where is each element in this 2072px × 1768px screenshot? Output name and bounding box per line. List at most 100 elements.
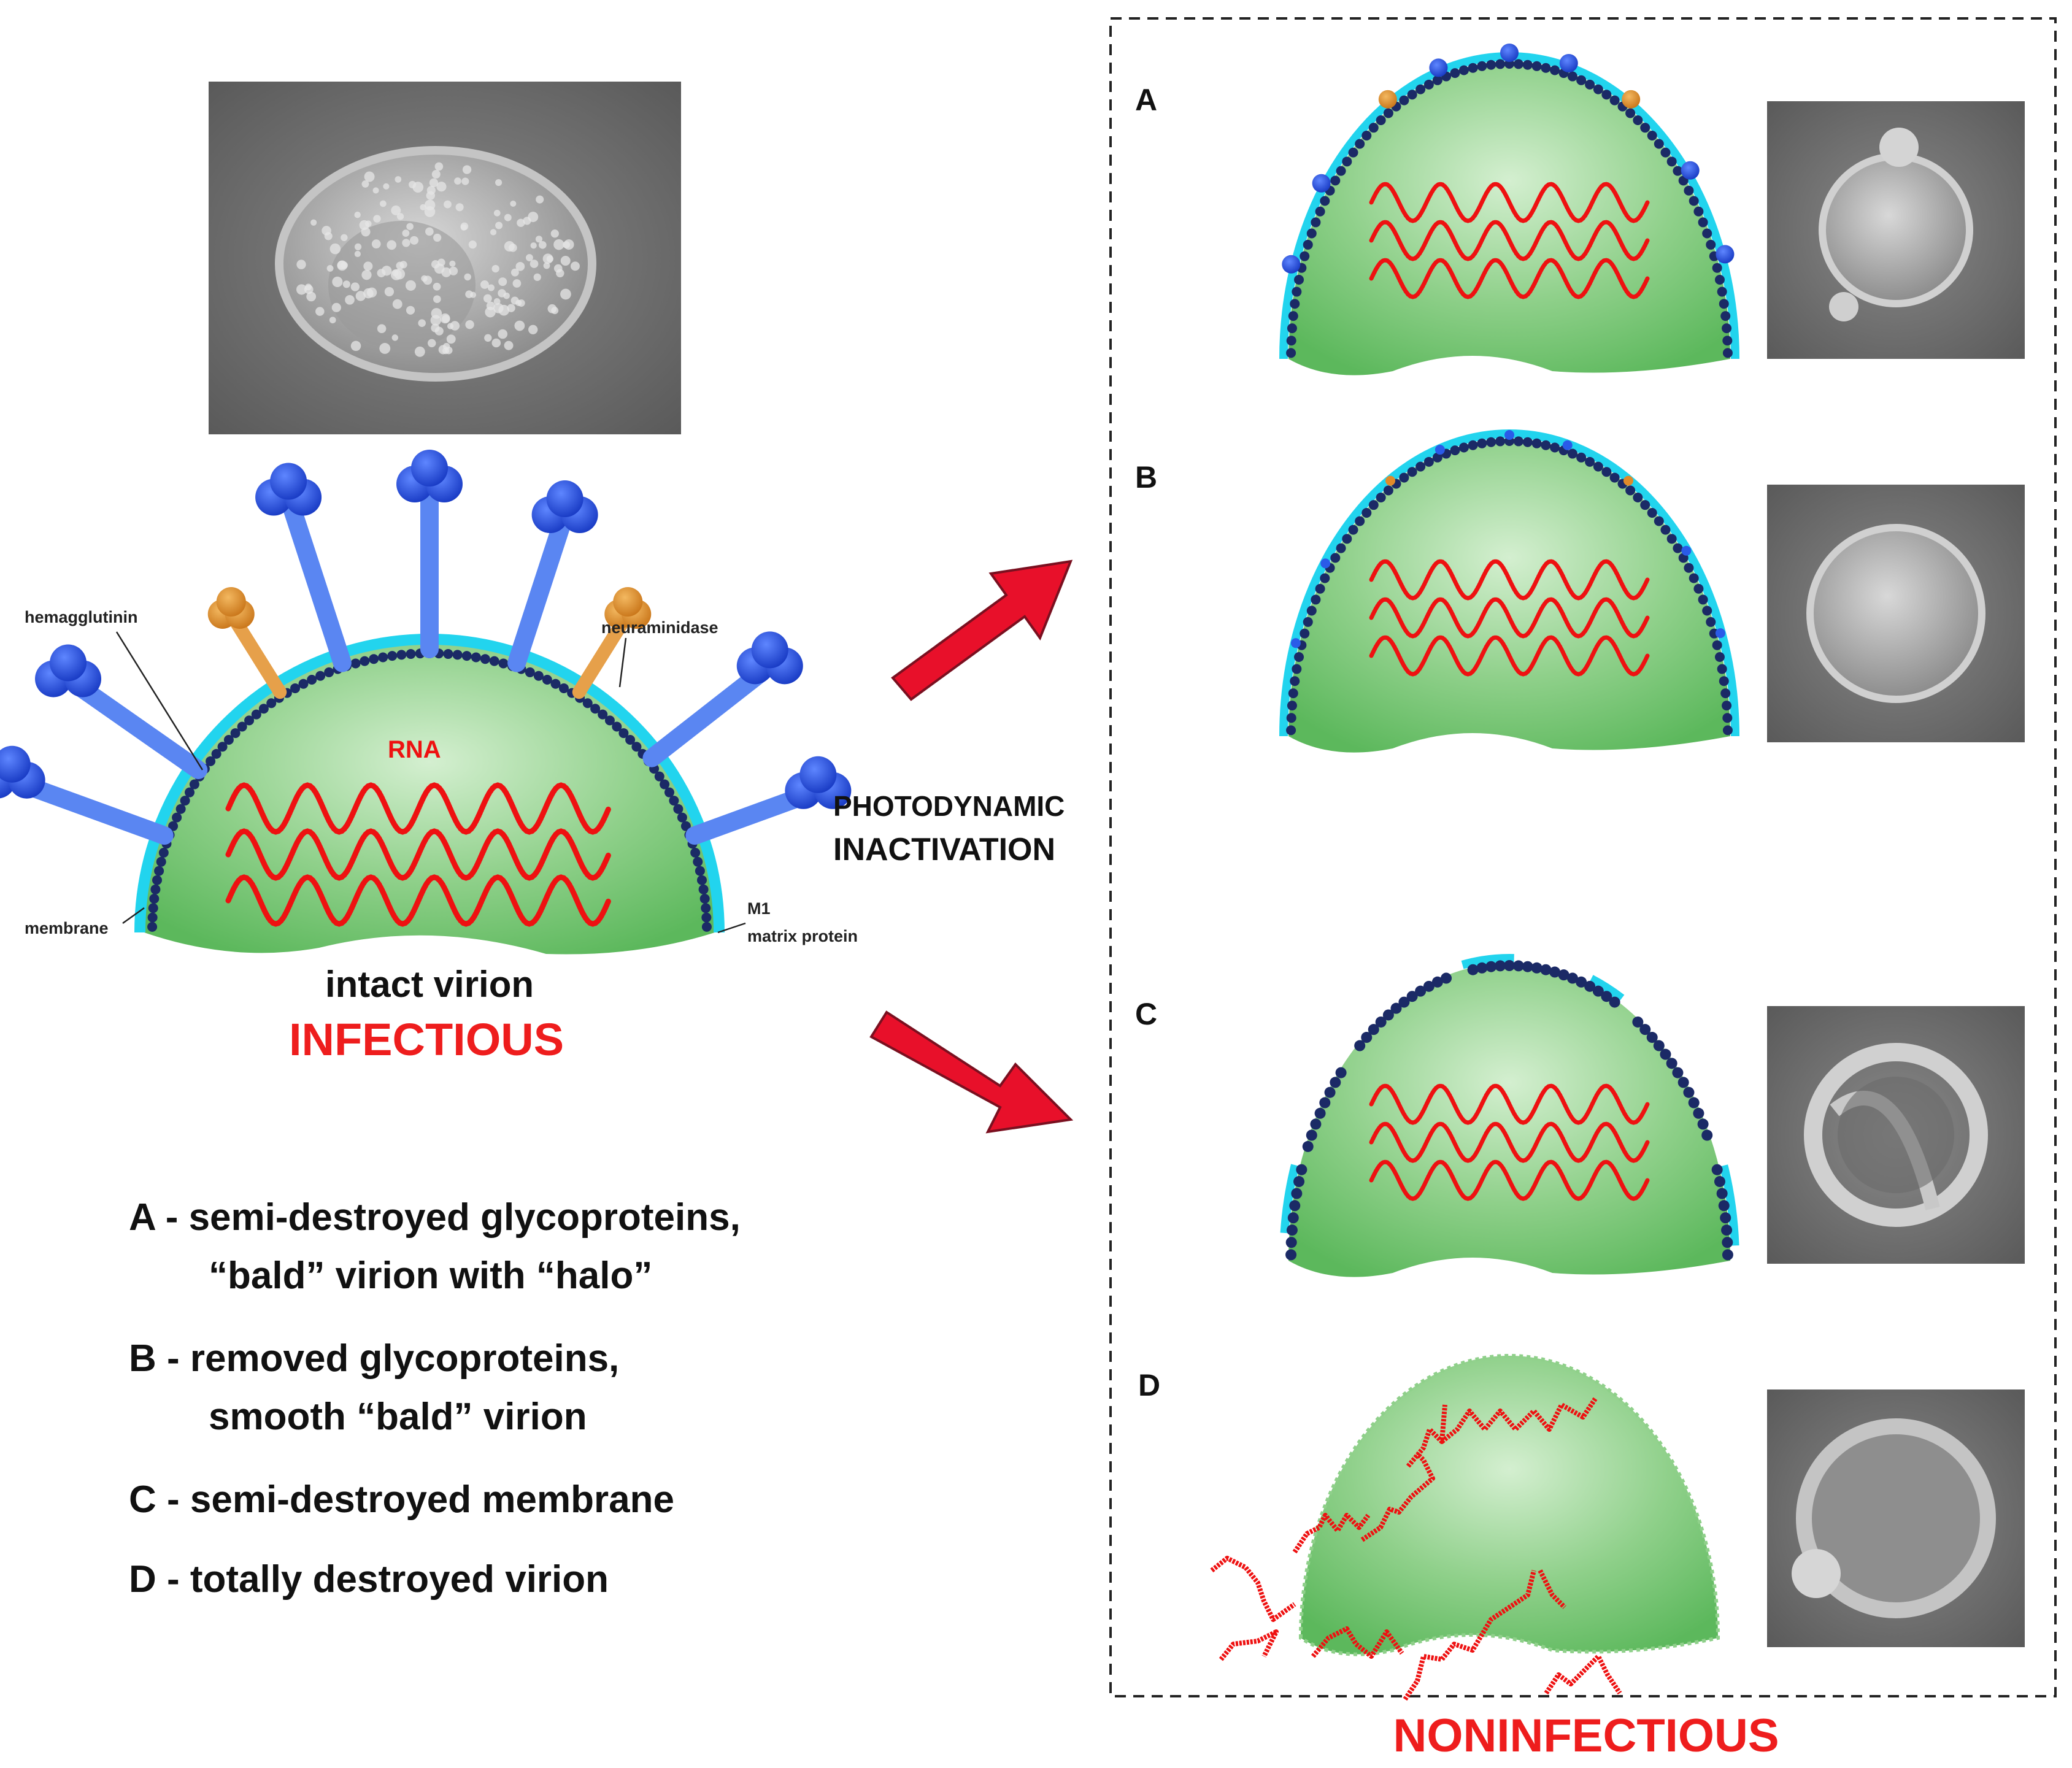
matrix-dot [1468, 63, 1478, 73]
em-speckle [306, 291, 317, 302]
matrix-dot [1292, 664, 1302, 674]
matrix-dot [1684, 563, 1694, 573]
matrix-dot [1289, 1200, 1301, 1212]
inactivation-label: INACTIVATION [833, 832, 1055, 867]
matrix-dot [1486, 437, 1496, 447]
legend-a-line1: A - semi-destroyed glycoproteins, [129, 1196, 741, 1239]
matrix-dot [1609, 472, 1620, 483]
matrix-dot [1476, 962, 1488, 974]
matrix-dot [1698, 217, 1708, 228]
panel-d [1210, 1354, 2025, 1701]
legend-c-line1: C - semi-destroyed membrane [129, 1478, 674, 1521]
membrane-fragment [1461, 954, 1514, 969]
matrix-dot [1495, 59, 1506, 69]
em-speckle [337, 260, 347, 270]
matrix-dot [612, 721, 622, 732]
matrix-dot [1368, 500, 1379, 510]
em-speckle [446, 334, 456, 344]
rna-fragment [1311, 1626, 1404, 1659]
em-speckle [546, 255, 553, 263]
infectious-label: INFECTIOUS [289, 1014, 564, 1065]
neuraminidase-remnant [1623, 475, 1633, 486]
panels [1210, 44, 2025, 1701]
rna-strand [1369, 1159, 1650, 1201]
spike-stalk [507, 513, 572, 672]
matrix-dot [669, 796, 679, 806]
matrix-dot [1286, 1224, 1298, 1236]
matrix-dot [217, 742, 228, 752]
em-speckle [431, 170, 441, 179]
em-speckle [449, 266, 458, 275]
matrix-dot [1722, 323, 1732, 334]
matrix-dot [1361, 131, 1372, 141]
matrix-dot [1693, 583, 1704, 594]
matrix-dot [1550, 442, 1560, 453]
em-speckle [420, 204, 426, 210]
matrix-dot [1432, 75, 1442, 85]
virion-body [1288, 963, 1730, 1277]
em-speckle [332, 276, 343, 287]
spike-head-lobe [799, 756, 837, 793]
matrix-dot [631, 742, 642, 752]
matrix-dot [1714, 275, 1725, 285]
em-speckle [402, 229, 410, 237]
matrix-dot [1290, 676, 1300, 686]
matrix-dot [471, 652, 481, 663]
matrix-dot [1398, 996, 1410, 1008]
matrix-dot [699, 894, 710, 904]
matrix-dot [152, 875, 163, 885]
em-speckle [414, 346, 425, 357]
matrix-dot [1689, 573, 1699, 583]
matrix-dot [1504, 960, 1515, 971]
panel-letter-d: D [1138, 1368, 1160, 1402]
legend-b-line1: B - removed glycoproteins, [129, 1337, 619, 1380]
em-speckle [329, 317, 336, 324]
membrane-leader [122, 907, 145, 924]
legend-b-line2: smooth “bald” virion [209, 1396, 587, 1438]
matrix-dot [158, 848, 169, 858]
em-virion [1796, 1418, 1996, 1618]
em-speckle [377, 324, 387, 333]
matrix-dot [1531, 438, 1542, 448]
em-speckle [391, 206, 401, 215]
matrix-dot [1712, 263, 1722, 273]
hemagglutinin-spike [396, 450, 463, 658]
matrix-dot [604, 715, 615, 726]
em-speckle [553, 239, 564, 250]
matrix-dot [1355, 139, 1365, 149]
hemagglutinin-remnant [1504, 430, 1514, 440]
hemagglutinin-spike [0, 745, 174, 845]
matrix-dot [1348, 147, 1358, 158]
matrix-dot [1717, 286, 1727, 297]
matrix-dot [168, 821, 179, 831]
neuraminidase-stub [1622, 90, 1641, 109]
em-speckle [563, 241, 570, 248]
em-speckle [484, 334, 492, 342]
matrix-dot [1319, 1097, 1331, 1109]
matrix-dot [1330, 553, 1341, 563]
em-speckle [487, 284, 495, 291]
matrix-dot [625, 734, 636, 745]
em-speckle [493, 209, 501, 217]
em-speckle [490, 229, 497, 236]
matrix-dot [452, 650, 463, 660]
matrix-dot [1722, 1249, 1733, 1261]
matrix-dot [1601, 991, 1612, 1002]
matrix-dot [1689, 196, 1699, 206]
matrix-dot [698, 884, 709, 894]
matrix-dot [533, 671, 544, 681]
matrix-dot [1673, 543, 1683, 553]
em-speckle [538, 240, 547, 249]
matrix-dot [1540, 964, 1552, 975]
matrix-dot [1300, 628, 1310, 639]
em-virion-ring [1804, 1043, 1988, 1227]
matrix-dot [1458, 442, 1469, 453]
matrix-dot [206, 756, 216, 766]
em-speckle [433, 233, 442, 242]
matrix-dot [1315, 206, 1325, 217]
em-speckle [430, 315, 441, 326]
spike-head-lobe [411, 450, 448, 486]
rna-fragment [1403, 1570, 1536, 1701]
matrix-dot [443, 649, 453, 659]
em-virion [1806, 524, 1985, 703]
